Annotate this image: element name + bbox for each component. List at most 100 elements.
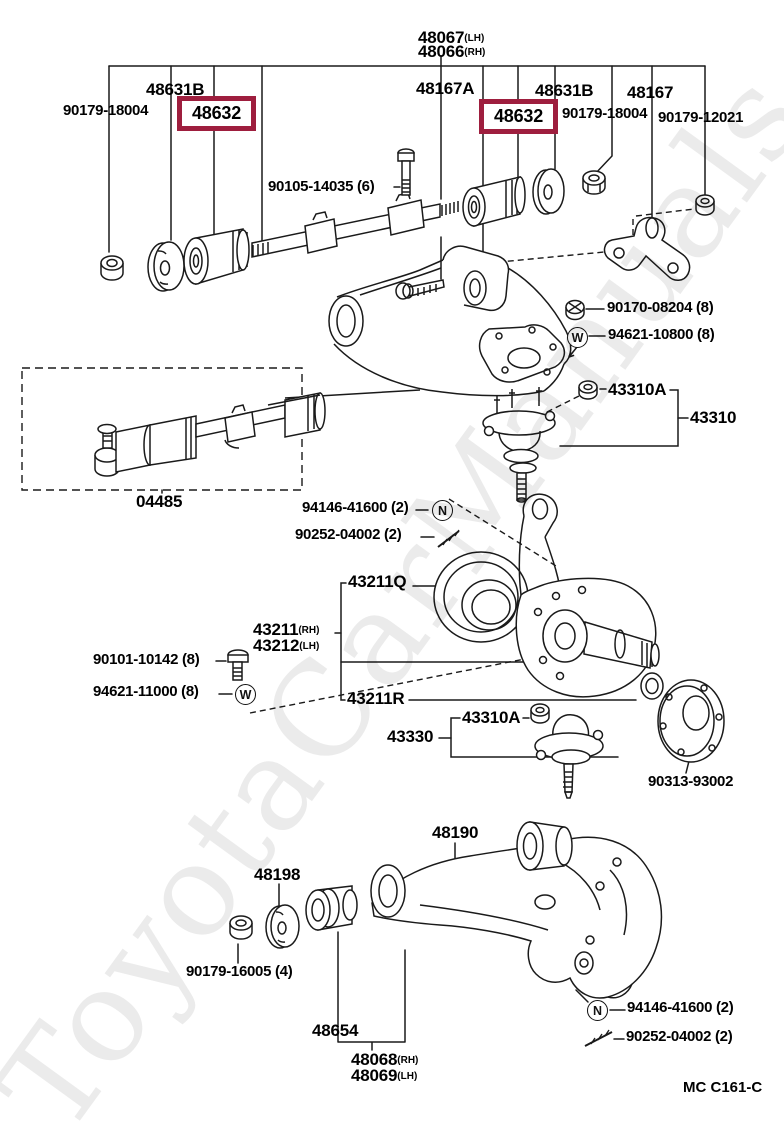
bushing-48632-right [462,176,526,227]
part-label-90313-93002[interactable]: 90313-93002 [648,774,733,789]
part-label-48167a[interactable]: 48167A [416,79,475,98]
part-number-text: 94146-41600 (2) [627,999,734,1016]
part-number-text: 94146-41600 (2) [302,499,409,516]
part-label-90252-04002-bottom[interactable]: 90252-04002 (2) [626,1029,733,1044]
part-label-48654[interactable]: 48654 [312,1022,358,1039]
part-number-text: 48632 [494,106,544,126]
bolt-icon-90101-10142 [227,649,249,681]
side-suffix: (RH) [298,625,320,636]
part-number-text: 94621-11000 (8) [93,683,199,700]
part-number-text: 48068 [351,1050,398,1069]
part-label-94146-41600-bottom[interactable]: 94146-41600 (2) [627,999,734,1016]
part-label-43310a-lower[interactable]: 43310A [462,709,521,726]
part-number-text: 90313-93002 [648,773,734,790]
part-label-48066[interactable]: 48066(RH) [418,43,485,60]
part-number-text: 90179-16005 (4) [186,963,293,980]
part-label-94621-10800[interactable]: 94621-10800 (8) [608,326,715,343]
part-number-text: 48631B [146,80,205,99]
washer-48631b-left [147,241,185,292]
part-label-04485[interactable]: 04485 [136,493,182,510]
side-suffix: (RH) [464,47,486,58]
side-suffix: (LH) [464,33,485,44]
leader-lines [108,56,706,1051]
part-label-43211[interactable]: 43211(RH) [253,621,319,638]
upper-ball-joint-43310 [482,387,556,503]
part-label-43330[interactable]: 43330 [387,728,433,745]
part-number-text: 48654 [312,1021,359,1040]
lower-ball-joint-43330 [530,703,604,799]
part-number-text: 43211 [253,620,299,639]
kit-04485-assembly [94,389,421,477]
part-label-48069[interactable]: 48069(LH) [351,1067,417,1084]
part-label-90179-18004-left[interactable]: 90179-18004 [63,103,148,118]
part-label-48167[interactable]: 48167 [627,84,673,101]
part-number-text: 90179-12021 [658,109,744,126]
part-number-text: 48631B [535,81,594,100]
hub-flange-90313-93002 [657,679,725,763]
washer-icon-94621-11000: W [235,684,256,705]
bearing-seal-43211q [433,551,529,643]
part-label-90252-04002-mid[interactable]: 90252-04002 (2) [295,526,402,543]
part-label-48190[interactable]: 48190 [432,824,478,841]
part-label-43211q[interactable]: 43211Q [348,573,407,590]
part-number-text: 48190 [432,823,479,842]
part-label-48068[interactable]: 48068(RH) [351,1051,418,1068]
highlighted-part-label-48632-right[interactable]: 48632 [479,99,559,134]
part-number-text: 43310 [690,408,737,427]
part-label-90170-08204[interactable]: 90170-08204 (8) [607,300,714,315]
bushing-48632-left [183,228,250,286]
part-label-90101-10142[interactable]: 90101-10142 (8) [93,651,200,668]
part-number-text: 48066 [418,42,465,61]
side-suffix: (RH) [397,1055,419,1066]
part-label-43310[interactable]: 43310 [690,409,736,426]
part-number-text: 43310A [608,380,667,399]
part-label-90179-16005[interactable]: 90179-16005 (4) [186,963,293,980]
part-label-48631b-left[interactable]: 48631B [146,80,205,99]
steering-knuckle-43211 [515,493,660,698]
part-label-90105-14035[interactable]: 90105-14035 (6) [268,178,375,195]
part-number-text: 43212 [253,636,300,655]
part-label-48198[interactable]: 48198 [254,866,300,883]
lower-control-arm-48068 [370,821,663,999]
part-label-48067[interactable]: 48067(LH) [418,29,484,46]
nut-icon-43310a-upper [578,380,598,400]
highlighted-part-label-48632-left[interactable]: 48632 [177,96,257,131]
nut-90179-16005 [229,915,253,940]
nut-90179-18004-right [582,170,606,195]
part-label-43310a-upper[interactable]: 43310A [608,380,667,399]
part-number-text: 90101-10142 (8) [93,651,200,668]
part-number-text: 48632 [192,103,242,123]
anchor-bracket-48167 [603,216,691,281]
upper-control-arm-48067 [328,245,572,397]
part-label-90179-12021[interactable]: 90179-12021 [658,110,743,125]
part-label-94146-41600-mid[interactable]: 94146-41600 (2) [302,499,409,516]
part-number-text: 43330 [387,727,434,746]
part-label-90179-18004-right[interactable]: 90179-18004 [562,106,647,121]
part-number-text: 48067 [418,28,465,47]
side-suffix: (LH) [299,641,320,652]
part-number-text: 48167 [627,83,674,102]
part-number-text: 90252-04002 (2) [295,526,402,543]
part-number-text: 90105-14035 (6) [268,178,375,195]
part-number-text: 94621-10800 (8) [608,326,715,343]
bushing-48654 [305,885,358,931]
washer-48631b-right [532,168,565,215]
bolt-90105-14035-top [397,148,415,196]
part-number-text: 04485 [136,492,183,511]
washer-48198 [265,904,300,949]
part-label-43211r[interactable]: 43211R [347,690,405,707]
seal-ring-43211r [640,672,664,700]
nut-90179-12021 [695,194,715,216]
cotter-pin-icon-mid [437,529,460,548]
part-label-94621-11000[interactable]: 94621-11000 (8) [93,684,199,699]
cotter-pin-icon-bottom [584,1029,613,1047]
part-label-48631b-right[interactable]: 48631B [535,81,594,100]
part-number-text: 48167A [416,79,475,98]
washer-icon-94621-10800: W [567,327,588,348]
part-number-text: 48198 [254,865,301,884]
side-suffix: (LH) [397,1071,418,1082]
part-number-text: 90179-18004 [63,102,149,119]
part-label-43212[interactable]: 43212(LH) [253,637,319,654]
